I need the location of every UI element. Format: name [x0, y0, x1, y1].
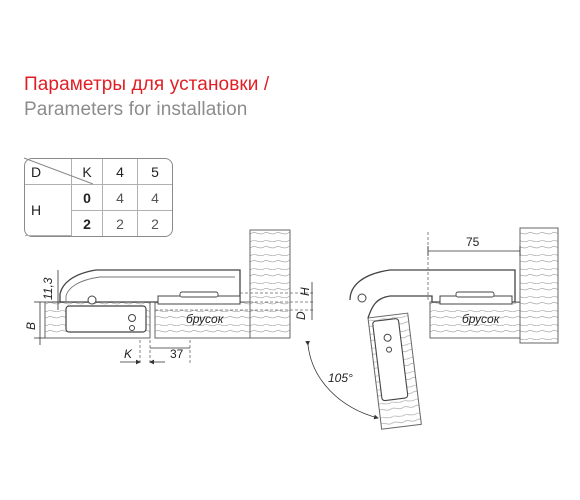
row-d-value: 0 — [72, 185, 103, 211]
label-h: H — [25, 185, 72, 236]
bar-label-left: брусок — [186, 312, 225, 326]
side-panel — [249, 229, 291, 339]
table-row: 2 2 2 — [25, 211, 172, 236]
dim-k: K — [124, 347, 133, 361]
table-cell: 2 — [151, 215, 159, 232]
dim-d: D — [294, 311, 308, 320]
col-header-k5: 5 — [138, 159, 172, 185]
left-hinge-drawing: 11,3 B K 37 H D брусок — [24, 229, 315, 365]
side-panel — [519, 227, 559, 344]
pivot-icon — [357, 293, 367, 303]
parameters-table: D K 4 5 H 0 4 4 2 2 2 — [24, 158, 173, 237]
row-d-value: 2 — [72, 211, 103, 236]
table-corner-k: K — [72, 159, 103, 185]
dim-75: 75 — [466, 235, 480, 249]
plate-screw-head — [179, 291, 219, 298]
table-header-row: D K 4 5 — [25, 159, 172, 185]
pivot-icon — [87, 295, 97, 305]
right-hinge-drawing: 75 105° брусок — [305, 227, 559, 430]
screw-icon — [128, 314, 136, 322]
label-d: D — [31, 163, 42, 180]
table-cell: 4 — [138, 185, 172, 211]
title-en: Parameters for installation — [24, 99, 248, 120]
title-ru: Параметры для установки / — [24, 74, 270, 95]
table-corner-d: D — [25, 159, 72, 185]
dim-b: B — [24, 322, 38, 330]
angle-label: 105° — [328, 371, 353, 385]
dim-h: H — [298, 287, 312, 296]
angle-arc — [305, 340, 379, 420]
bar-label-right: брусок — [462, 312, 501, 326]
plate-screw-head — [455, 291, 495, 298]
table-row: H 0 4 4 — [25, 185, 172, 236]
table-cell: 4 — [103, 185, 138, 211]
dim-37: 37 — [170, 347, 184, 361]
table-cell: 2 — [103, 211, 138, 236]
table-diagonal — [23, 157, 94, 185]
screw-icon — [383, 333, 392, 342]
screw-icon — [386, 346, 393, 353]
dim-11-3: 11,3 — [41, 277, 55, 300]
label-k: K — [82, 163, 92, 180]
wood-bar — [429, 301, 521, 339]
hinge-arm-inner — [65, 276, 235, 302]
screw-icon — [129, 325, 135, 331]
hinge-cup — [65, 305, 147, 333]
col-header-k4: 4 — [103, 159, 138, 185]
